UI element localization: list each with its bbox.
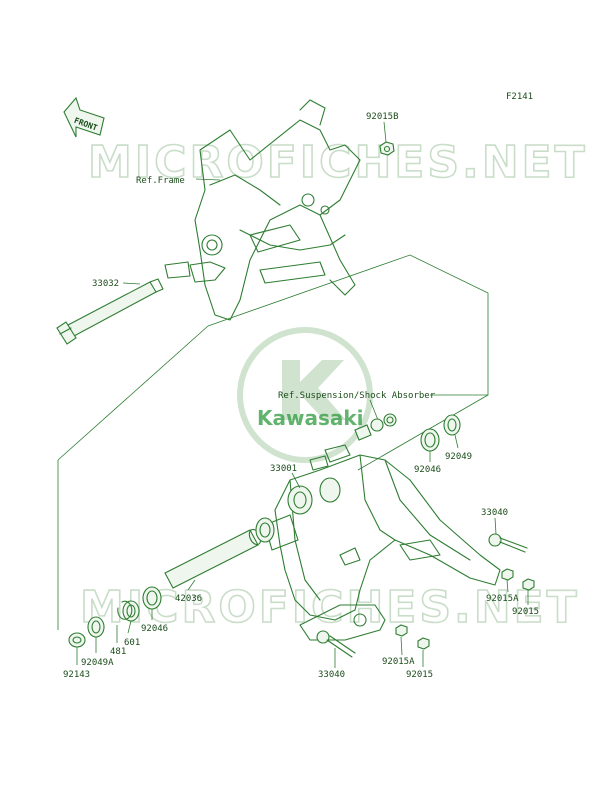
label-92015-bottom: 92015 [406, 670, 433, 680]
watermark-bottom: MICROFICHES.NET [80, 582, 580, 633]
front-arrow-icon: FRONT [63, 96, 105, 138]
label-33001: 33001 [270, 464, 297, 474]
label-92049A: 92049A [81, 658, 114, 668]
part-92049-seal-right [443, 414, 461, 436]
label-92049: 92049 [445, 452, 472, 462]
label-92015-right: 92015 [512, 607, 539, 617]
label-92015A-right: 92015A [486, 594, 519, 604]
watermark-top: MICROFICHES.NET [88, 137, 588, 188]
label-601: 601 [124, 638, 140, 648]
part-601-collar [122, 600, 140, 622]
label-33040-right: 33040 [481, 508, 508, 518]
label-ref-suspension: Ref.Suspension/Shock Absorber [278, 391, 436, 401]
label-92015B: 92015B [366, 112, 399, 122]
part-92015-nut-bottom [417, 637, 430, 650]
reference-box [207, 254, 489, 396]
label-ref-frame: Ref.Frame [136, 176, 185, 186]
part-481-circlip [117, 600, 133, 620]
logo-text: Kawasaki [257, 406, 364, 430]
part-92049A-seal [87, 616, 105, 638]
part-33040-bolt-bottom [316, 630, 356, 658]
part-92046-bearing-left [142, 586, 162, 610]
part-92046-bearing-right [420, 428, 440, 452]
label-92046-right: 92046 [414, 465, 441, 475]
part-33040-bolt-right [488, 533, 528, 553]
part-92143-collar [68, 632, 86, 648]
part-92015B-nut [379, 141, 395, 156]
label-481: 481 [110, 647, 126, 657]
label-92015A-bottom: 92015A [382, 657, 415, 667]
part-42036-sleeve [164, 517, 275, 589]
label-33040-bottom: 33040 [318, 670, 345, 680]
label-92046-left: 92046 [141, 624, 168, 634]
label-42036: 42036 [175, 594, 202, 604]
part-92015A-nut-right [501, 568, 514, 581]
part-33001-swingarm [264, 444, 501, 641]
part-33032-pivot-shaft [56, 278, 164, 345]
label-92143: 92143 [63, 670, 90, 680]
label-33032: 33032 [92, 279, 119, 289]
figure-code: F2141 [506, 92, 533, 102]
kawasaki-logo: Kawasaki [237, 327, 373, 463]
part-92015-nut-right [522, 578, 535, 591]
frame-drawing [164, 99, 361, 321]
shock-collars [354, 413, 397, 441]
part-92015A-nut-bottom [395, 624, 408, 637]
